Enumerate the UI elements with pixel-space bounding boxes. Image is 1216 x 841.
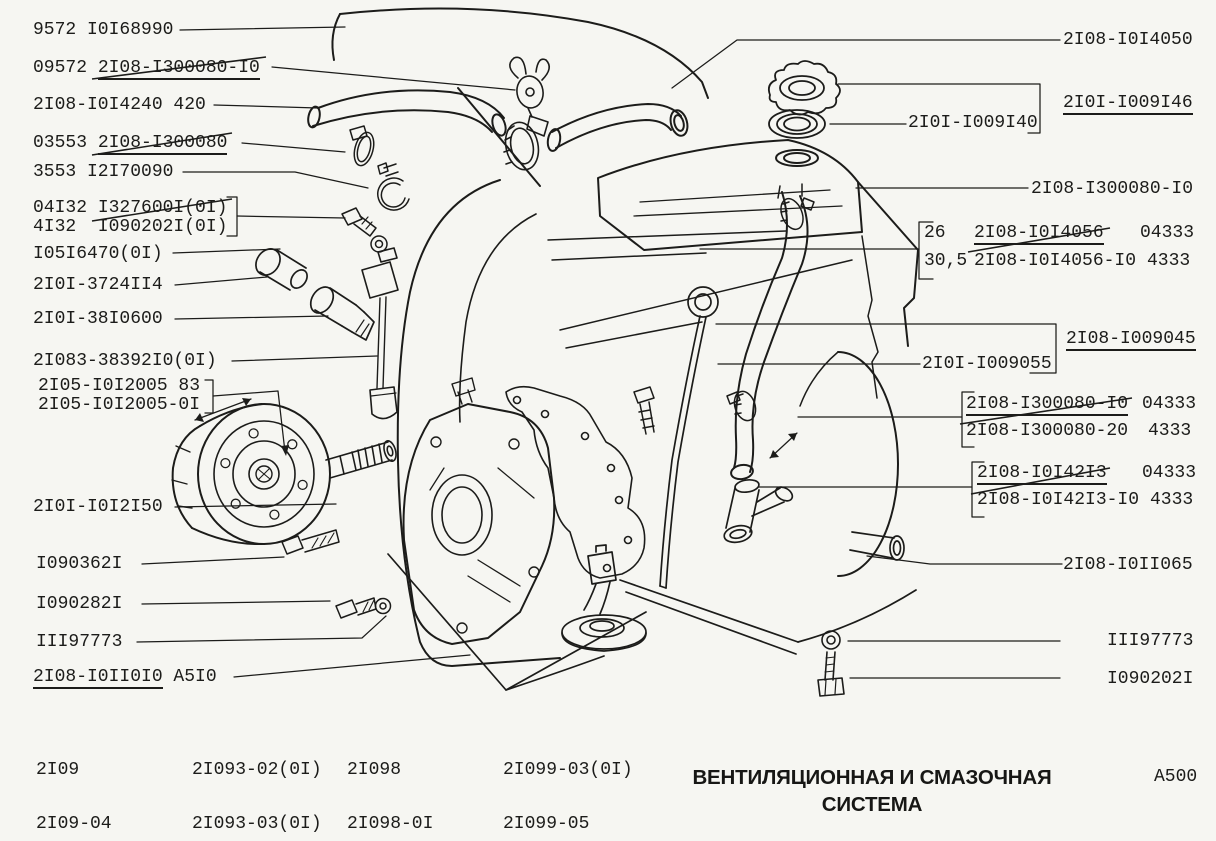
pump-bolt: [633, 386, 655, 435]
oil-filler-cap: [767, 60, 841, 116]
part-label: 04I32 I327600I(0I): [33, 198, 228, 218]
part-label: 2I08-I300080-20: [966, 421, 1129, 441]
engine-drawing: [171, 7, 919, 697]
part-label: 3553 I2I70090: [33, 162, 174, 182]
cone-plug: [255, 248, 308, 291]
part-label: 2I08-I0I42I3-I0: [977, 490, 1140, 510]
part-label: 03553 2I08-I300080: [33, 133, 228, 155]
part-label: I05I6470(0I): [33, 244, 163, 264]
part-label: 2I0I-I009055: [922, 354, 1052, 374]
oil-pan: [387, 531, 917, 691]
part-label: III97773: [1107, 631, 1194, 651]
part-label: 2I08-I0I4056-I0: [974, 251, 1137, 271]
part-label: 2I0I-38I0600: [33, 309, 163, 329]
mount-bolts: [281, 529, 392, 619]
part-label: 2I08-I0I4050: [1063, 30, 1193, 50]
part-label: III97773: [36, 632, 123, 652]
part-label: I090282I: [36, 594, 123, 614]
breather-hose-right: [546, 103, 689, 152]
breather-hose-left: [307, 89, 507, 137]
oil-filter: [171, 403, 331, 546]
part-label: 2I0I-I009I40: [908, 113, 1038, 133]
oil-pressure-sensor: [309, 286, 375, 341]
part-label: 2I05-I0I2005 83: [38, 376, 201, 396]
model-list-col4: 2I099-03(0I) 2I099-05 2I0996 2I0996-0I 2…: [503, 760, 633, 834]
part-label: 2I08-I009045: [1066, 329, 1196, 351]
part-label: 2I083-38392I0(0I): [33, 351, 217, 371]
part-label: 2I0I-I009I46: [1063, 93, 1193, 115]
part-label: 30,5: [924, 251, 968, 271]
oil-level-sensor: [361, 247, 399, 420]
breather-spigot: [723, 478, 794, 544]
part-label: 2I08-I0II0I0 A5I0: [33, 667, 217, 689]
part-label: 4333: [1148, 421, 1192, 441]
hose-clamp-small: [349, 125, 375, 167]
part-label: I090362I: [36, 554, 123, 574]
part-label: 04333: [1140, 223, 1195, 243]
drain-washer-and-bolt: [817, 630, 845, 697]
model-list-col1: 2I09 2I09-04 2I09I 2I093 2I093-0I: [36, 760, 112, 834]
crankcase-breather-hose: [730, 191, 809, 481]
part-label: 4I32 I090202I(0I): [33, 217, 228, 237]
part-label: 9572 I0I68990: [33, 20, 174, 40]
part-label: 2I08-I0I4240 420: [33, 95, 206, 115]
part-label: 2I08-I300080-I0: [1031, 179, 1194, 199]
part-label: 2I0I-I0I2I50: [33, 497, 163, 517]
part-label: 2I08-I0I42I3: [977, 463, 1107, 485]
filter-union-fitting: [325, 439, 397, 479]
wire-clip-clamp: [377, 162, 410, 211]
oil-pump: [402, 377, 556, 645]
part-label: 2I08-I0II065: [1063, 555, 1193, 575]
model-list-col2: 2I093-02(0I) 2I093-03(0I) 2I093-04 2I096…: [192, 760, 322, 834]
part-label: 2I08-I300080-I0: [966, 394, 1129, 416]
air-box-outline: [331, 7, 709, 187]
breather-hose-clamp-top: [780, 197, 815, 231]
part-label: 04333: [1142, 463, 1197, 483]
oil-pickup: [561, 544, 647, 652]
model-list-col3: 2I098 2I098-0I 2I099 2I099-0I 2I099-02(0…: [347, 760, 434, 834]
strike-lines: [91, 56, 1133, 495]
leader-lines: [136, 26, 1063, 679]
wing-clamp: [509, 56, 550, 118]
dipstick: [659, 286, 719, 589]
breather-hose-clamp-bottom: [726, 390, 798, 459]
part-label: 2I0I-3724II4: [33, 275, 163, 295]
valve-cover: [597, 139, 863, 251]
cylinder-block: [799, 181, 919, 577]
filler-cap-gasket: [768, 109, 826, 139]
sheet-code: A500: [1154, 767, 1198, 787]
part-label: 2I05-I0I2005-0I: [38, 395, 201, 415]
part-label: 4333: [1150, 490, 1194, 510]
page-title: ВЕНТИЛЯЦИОННАЯ И СМАЗОЧНАЯ СИСТЕМА: [692, 766, 1052, 816]
part-label: 2I08-I0I4056: [974, 223, 1104, 245]
part-label: 09572 2I08-I300080-I0: [33, 58, 260, 80]
hose-clamp-large: [503, 115, 549, 171]
part-label: 4333: [1147, 251, 1191, 271]
part-label: 04333: [1142, 394, 1197, 414]
part-label: I090202I: [1107, 669, 1194, 689]
bolt-and-washer-upper: [341, 207, 388, 253]
part-label: 26: [924, 223, 946, 243]
oil-pan-gasket: [505, 385, 646, 579]
